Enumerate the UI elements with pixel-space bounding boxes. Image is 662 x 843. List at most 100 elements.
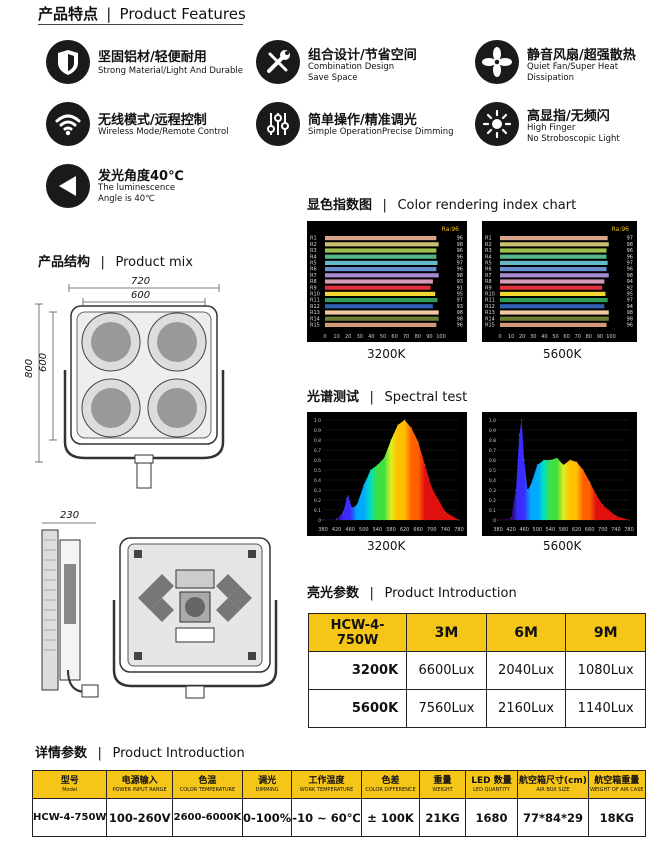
cri-value-label: 95 <box>627 292 633 298</box>
cri-header-ra: Ra:96 <box>612 226 630 233</box>
cri-row-label: R6 <box>310 267 317 273</box>
spectral-y-tick: 0.7 <box>314 448 321 454</box>
spectral-point <box>515 489 517 491</box>
spectral-y-tick: 1.0 <box>489 418 496 424</box>
spectral-x-tick: 700 <box>598 527 608 533</box>
cri-row-label: R13 <box>310 310 320 316</box>
cri-x-tick: 70 <box>403 334 409 340</box>
cri-caption-3200k: 3200K <box>367 347 406 361</box>
cri-bar <box>325 267 437 272</box>
cri-x-tick: 90 <box>597 334 603 340</box>
cri-value-label: 94 <box>627 279 633 285</box>
features-title-underline <box>38 24 243 25</box>
spectral-x-tick: 620 <box>572 527 582 533</box>
feature-angle <box>46 164 90 208</box>
sliders-icon <box>256 102 300 146</box>
feature-0-en-0: Strong Material/Light And Durable <box>98 66 243 76</box>
feature-dimming <box>256 102 300 146</box>
cri-bar <box>325 316 439 321</box>
spectral-point <box>417 441 419 443</box>
spectral-x-tick: 580 <box>559 527 569 533</box>
cri-bar <box>325 304 433 309</box>
features-title: 产品特点 | Product Features <box>38 5 246 23</box>
spectral-y-tick: 0.5 <box>489 468 496 474</box>
spectral-y-tick: 0.4 <box>314 478 321 484</box>
cri-row-label: R12 <box>485 304 495 310</box>
cri-bar <box>500 242 609 247</box>
spectral-point <box>556 457 558 459</box>
spectral-x-tick: 740 <box>611 527 621 533</box>
spec-value: HCW-4-750W <box>31 798 108 837</box>
fan-icon <box>475 40 519 84</box>
spectral-point <box>383 457 385 459</box>
spectral-caption-5600k: 5600K <box>543 539 582 553</box>
lux-value-cell: 7560Lux <box>406 689 487 728</box>
spectral-x-tick: 420 <box>506 527 516 533</box>
spectral-y-tick: 0.6 <box>314 458 321 464</box>
spec-value: 1680 <box>464 798 519 837</box>
cri-value-label: 96 <box>457 248 463 254</box>
spec-header: 航空箱尺寸(cm)AIR BOX SIZE <box>517 770 589 799</box>
spectral-point <box>431 487 433 489</box>
spectral-x-tick: 540 <box>546 527 556 533</box>
feature-quiet-fan <box>475 40 519 84</box>
spectral-point <box>536 464 538 466</box>
spectral-y-tick: 0.7 <box>489 448 496 454</box>
spectral-x-tick: 780 <box>624 527 634 533</box>
cri-row-label: R12 <box>310 304 320 310</box>
cri-value-label: 97 <box>627 298 633 304</box>
spectral-x-tick: 500 <box>359 527 369 533</box>
cri-value-label: 94 <box>627 304 633 310</box>
cri-x-tick: 30 <box>357 334 363 340</box>
spectral-x-tick: 380 <box>318 527 328 533</box>
cri-bar <box>325 236 437 241</box>
cri-value-label: 93 <box>457 304 463 310</box>
lux-distance-header: 6M <box>485 613 567 652</box>
cri-bar <box>325 310 439 315</box>
cri-header-ra: Ra:96 <box>442 226 460 233</box>
cri-value-label: 96 <box>457 323 463 329</box>
lux-title: 亮光参数 | Product Introduction <box>307 586 517 601</box>
cri-row-label: R8 <box>310 279 317 285</box>
feature-1-en-0: Combination Design <box>308 62 395 72</box>
cri-bar <box>325 298 438 303</box>
cri-row-label: R15 <box>310 323 320 329</box>
spectral-y-tick: 1.0 <box>314 418 321 424</box>
spec-value: 21KG <box>419 798 466 837</box>
spectral-x-tick: 580 <box>386 527 396 533</box>
spectral-point <box>390 439 392 441</box>
feature-6-cn: 发光角度40℃ <box>98 169 184 184</box>
cri-x-tick: 10 <box>508 334 514 340</box>
shield-icon <box>46 40 90 84</box>
spectral-point <box>336 518 338 520</box>
cri-bar <box>500 248 607 253</box>
spectral-y-tick: 0.2 <box>489 498 496 504</box>
spec-value: 18KG <box>587 798 647 837</box>
lux-value-cell: 2040Lux <box>485 651 567 690</box>
detail-title: 详情参数 | Product Introduction <box>35 746 245 761</box>
cri-row-label: R4 <box>310 254 317 260</box>
cri-x-tick: 40 <box>541 334 547 340</box>
cri-bar <box>325 273 439 278</box>
features-title-en: Product Features <box>119 5 246 23</box>
cri-row-label: R14 <box>310 316 320 322</box>
spectral-x-tick: 420 <box>332 527 342 533</box>
lux-distance-header: 3M <box>406 613 487 652</box>
cri-bar <box>500 291 606 296</box>
feature-2-en-0: Quiet Fan/Super Heat <box>527 62 619 72</box>
cri-row-label: R11 <box>485 298 495 304</box>
spectral-point <box>444 511 446 513</box>
spectral-y-tick: 0.4 <box>489 478 496 484</box>
cri-bar <box>325 285 431 290</box>
cri-value-label: 97 <box>627 261 633 267</box>
spectral-point <box>582 469 584 471</box>
spectral-caption-3200k: 3200K <box>367 539 406 553</box>
cri-x-tick: 60 <box>391 334 397 340</box>
cri-x-tick: 10 <box>333 334 339 340</box>
spectral-y-tick: 0.8 <box>489 438 496 444</box>
cri-x-tick: 70 <box>575 334 581 340</box>
